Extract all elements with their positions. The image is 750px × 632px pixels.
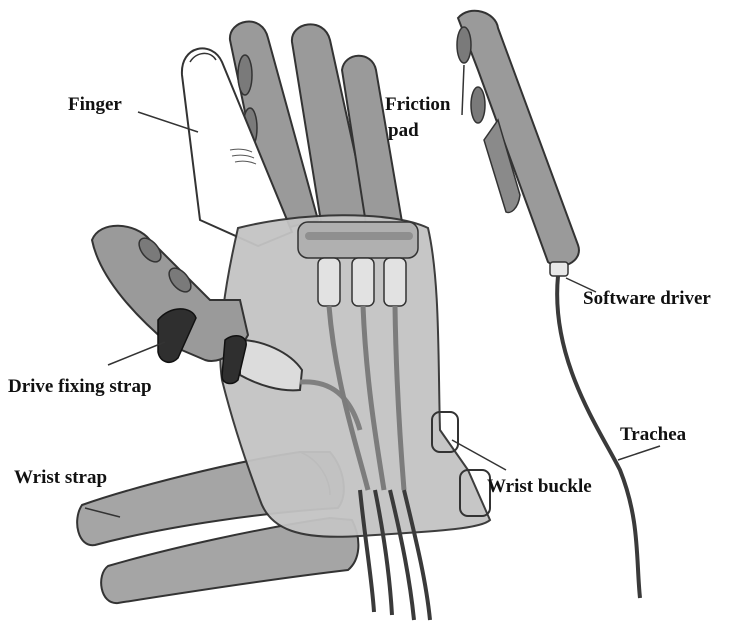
label-software-driver: Software driver	[583, 288, 711, 309]
thumb-actuator	[90, 224, 363, 431]
label-wrist-buckle: Wrist buckle	[487, 476, 592, 497]
label-trachea: Trachea	[620, 424, 687, 445]
label-drive-fixing-strap: Drive fixing strap	[8, 376, 152, 397]
label-friction-pad-line1: Friction	[385, 94, 451, 115]
label-friction-pad-line2: pad	[388, 120, 419, 141]
separate-actuator	[456, 9, 642, 599]
leader-lines	[84, 64, 661, 518]
label-wrist-strap: Wrist strap	[14, 467, 107, 488]
palm-cover	[219, 214, 492, 538]
wrist-buckle	[431, 411, 491, 517]
tube-bundle	[358, 489, 432, 621]
drive-fixing-straps	[157, 308, 247, 385]
label-finger: Finger	[68, 94, 122, 115]
finger-connectors	[297, 221, 419, 491]
